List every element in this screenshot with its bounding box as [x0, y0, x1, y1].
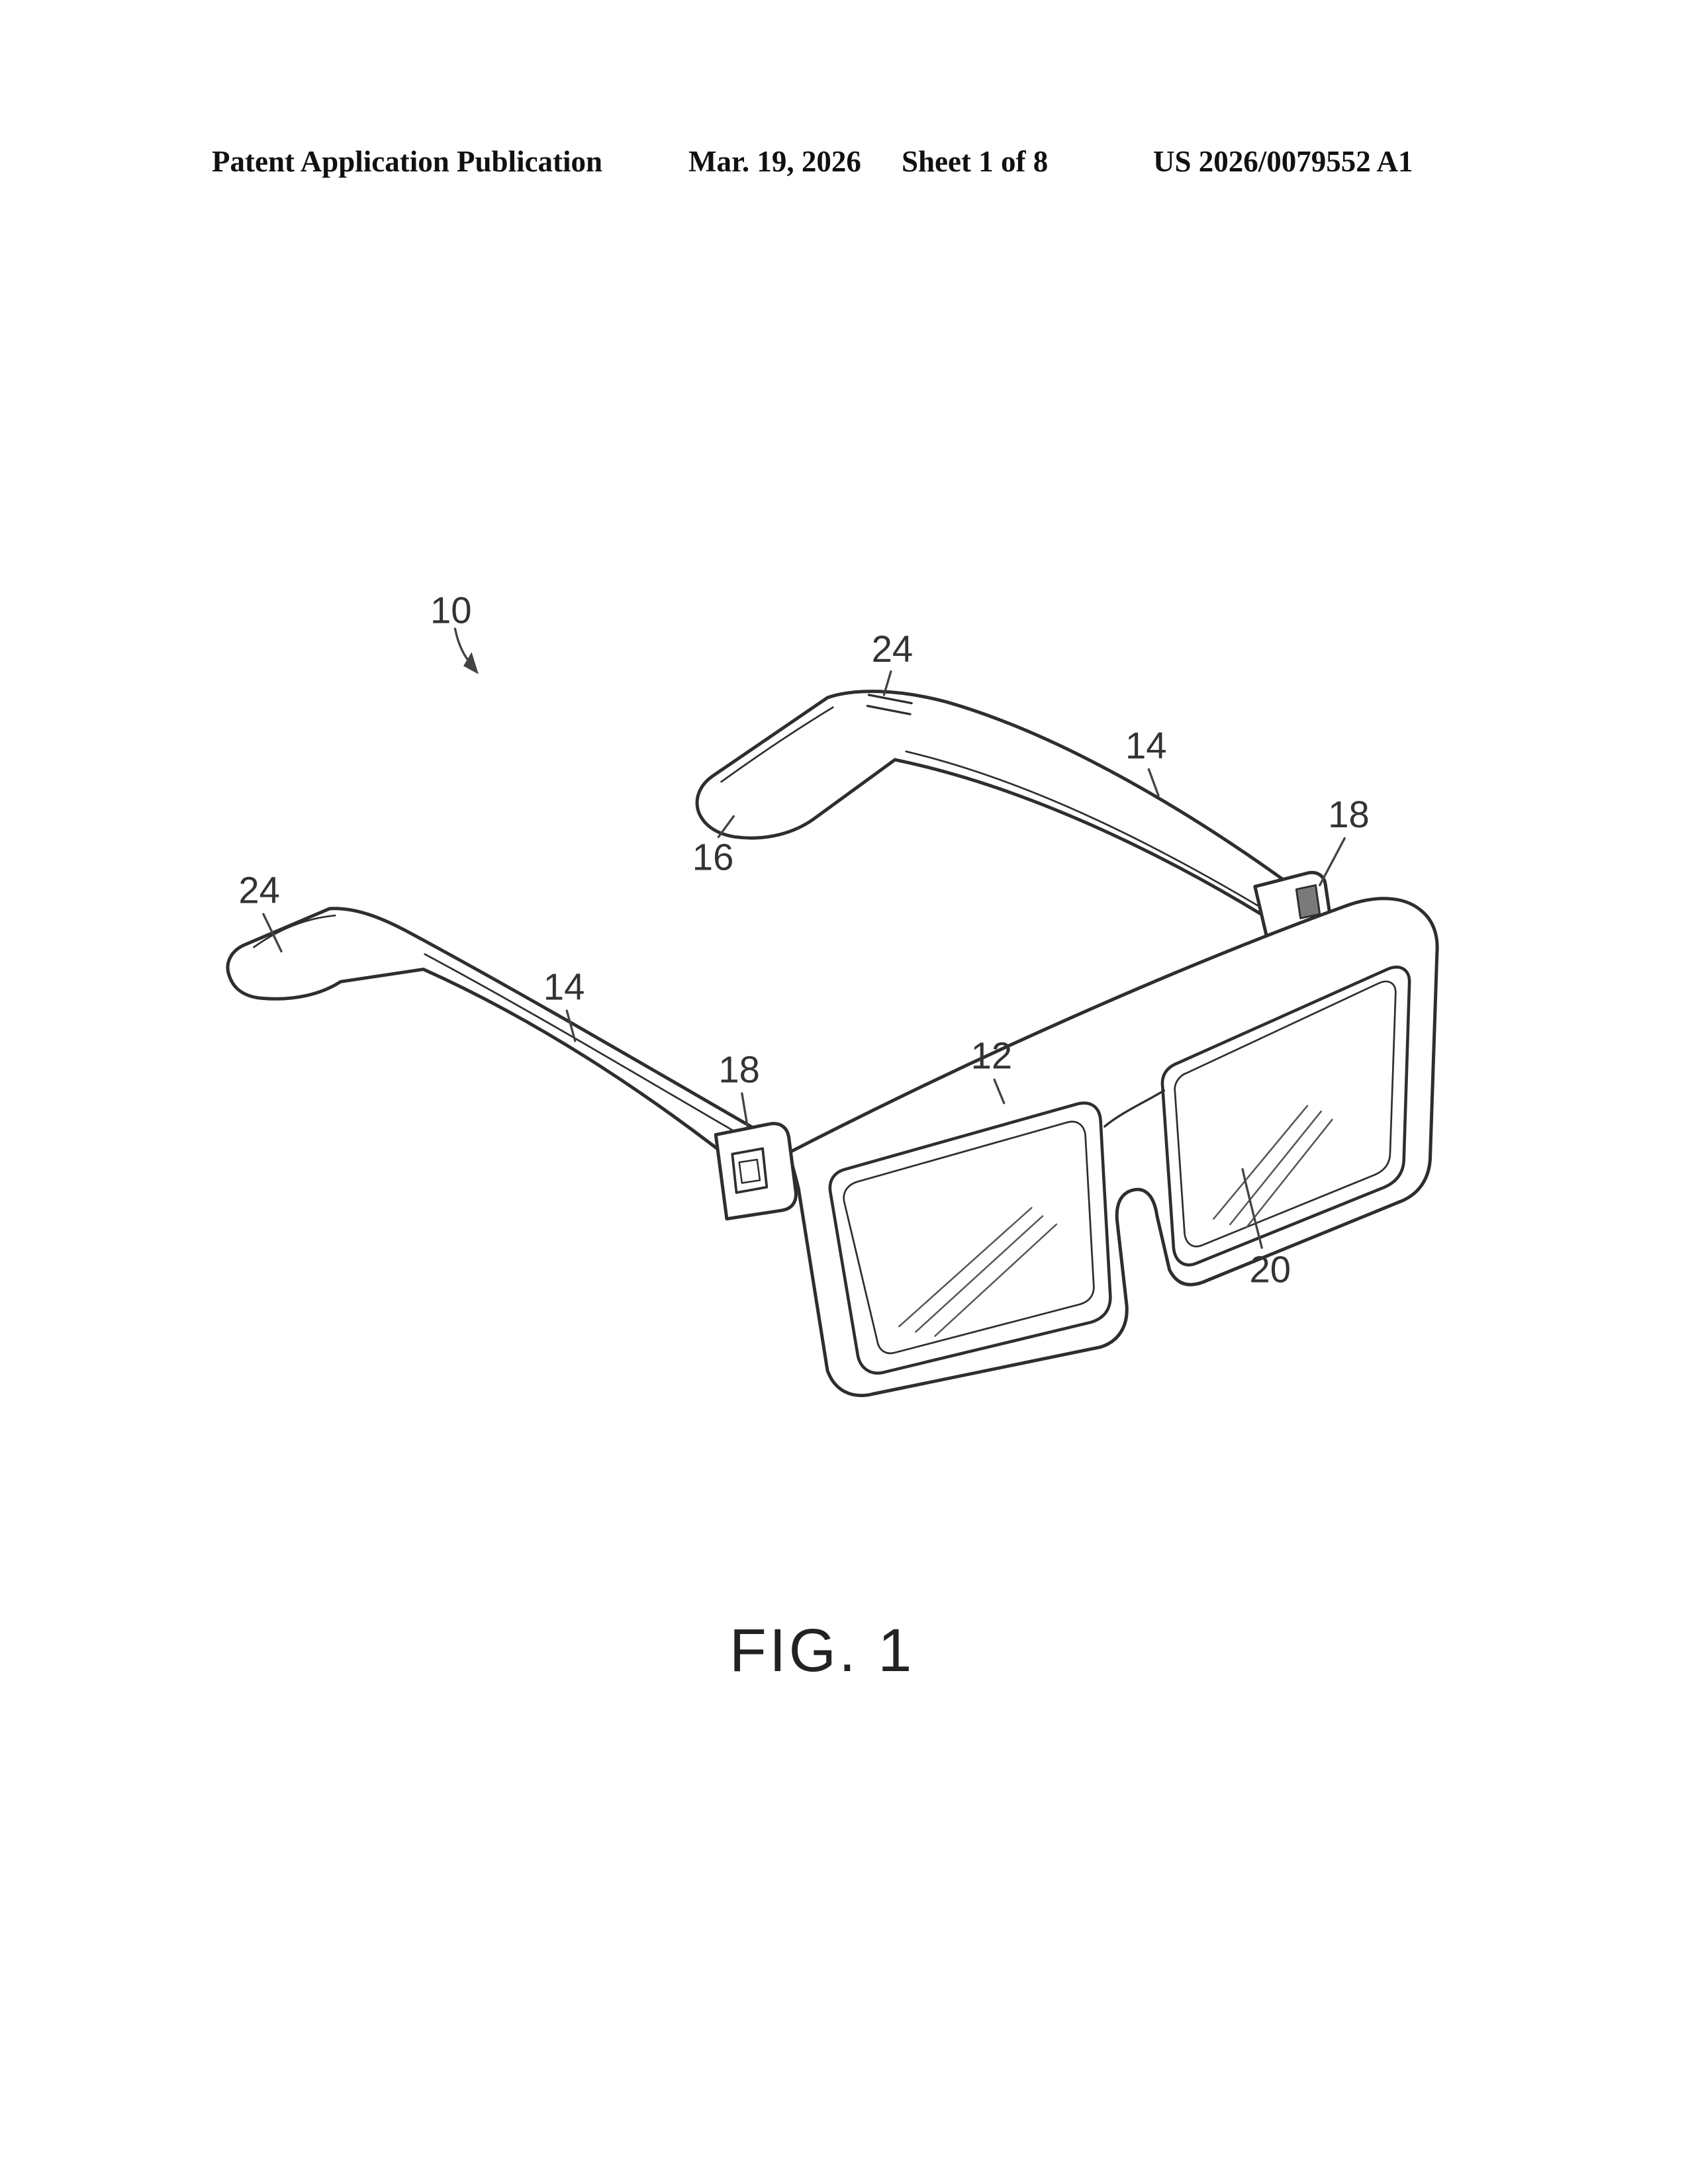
lens-opening-right	[1160, 966, 1411, 1267]
header-document-number: US 2026/0079552 A1	[1153, 145, 1413, 178]
frame-front	[787, 897, 1439, 1398]
temple-left	[226, 907, 781, 1200]
leader-hinge-left	[741, 1092, 749, 1128]
leader-tip-left	[262, 913, 283, 953]
ref-label-temple-left: 14	[543, 966, 585, 1007]
ref-label-tip-right: 24	[872, 628, 914, 670]
camera-module	[731, 1147, 769, 1194]
temple-right-inner-line	[905, 751, 1289, 925]
ref-label-tip-underside: 16	[692, 837, 734, 878]
leader-lines	[262, 627, 1346, 1250]
hinge-block-left	[714, 1122, 798, 1221]
leader-lens	[1241, 1168, 1263, 1250]
ref-label-assembly: 10	[430, 590, 472, 631]
leader-assembly-arrowhead	[463, 652, 479, 674]
lens-bevel-right	[1174, 980, 1397, 1248]
leader-tip-underside	[717, 815, 735, 839]
bridge-detail-line	[1103, 1089, 1166, 1128]
lens-bevel-left	[843, 1120, 1095, 1355]
leader-hinge-right	[1319, 837, 1346, 887]
ref-label-hinge-right: 18	[1328, 794, 1370, 835]
ref-label-temple-right: 14	[1125, 725, 1167, 766]
temple-left-inner-line	[424, 953, 765, 1150]
header-publication-label: Patent Application Publication	[212, 145, 603, 178]
ref-label-tip-left: 24	[238, 870, 280, 911]
temple-right-button-detail	[866, 694, 913, 715]
temple-left-tip-thickness-line	[252, 914, 336, 948]
camera-module-inner	[738, 1158, 761, 1184]
figure-caption: FIG. 1	[729, 1617, 915, 1684]
lens-opening-left	[828, 1101, 1112, 1375]
ref-label-lens: 20	[1249, 1248, 1291, 1290]
temple-right	[695, 690, 1308, 938]
leader-tip-right	[882, 670, 892, 696]
lens-hatching	[898, 1105, 1333, 1338]
leader-temple-right	[1147, 768, 1160, 797]
ref-label-frame-front: 12	[971, 1035, 1013, 1077]
header-date: Mar. 19, 2026	[688, 145, 861, 178]
header-sheet-count: Sheet 1 of 8	[902, 145, 1049, 178]
leader-temple-left	[565, 1009, 577, 1042]
leader-frame-front	[993, 1078, 1006, 1105]
hinge-right-insert	[1295, 884, 1321, 919]
ref-label-hinge-left: 18	[718, 1048, 760, 1090]
temple-right-tip-thickness-line	[720, 706, 834, 783]
